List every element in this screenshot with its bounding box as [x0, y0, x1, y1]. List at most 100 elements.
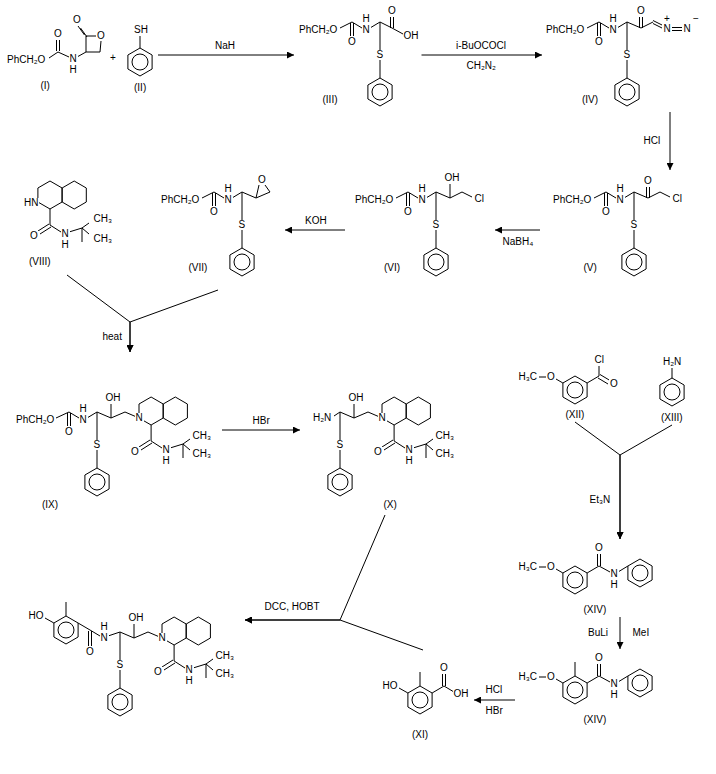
compound-number: (XI) — [411, 730, 429, 740]
atom-label: N — [61, 229, 70, 239]
reagent-label: MeI — [632, 628, 651, 638]
compound-number: (II) — [133, 83, 147, 93]
atom-label: HO — [28, 611, 45, 621]
reagent-label: CH₂N₂ — [466, 61, 497, 71]
atom-label: H₃C — [518, 672, 539, 682]
atom-label: OH — [444, 173, 461, 183]
atom-label: N — [616, 195, 625, 205]
compound-structure: OHPhCH₂OHNONSONHCH₃CH₃(IX) — [12, 352, 222, 512]
atom-label: N — [610, 679, 619, 689]
atom-label: H — [79, 404, 88, 414]
compound-number: (VIII) — [28, 257, 52, 267]
reaction-arrow — [575, 422, 620, 539]
atom-label: − — [692, 14, 700, 24]
atom-label: H — [610, 690, 619, 700]
compound-structure: OHOOH(XI) — [378, 650, 474, 745]
atom-label: N — [135, 413, 144, 423]
atom-label: O — [594, 37, 604, 47]
reagent-label: HBr — [485, 706, 504, 716]
atom-label: N — [405, 445, 414, 455]
compound-number: (XII) — [565, 410, 586, 420]
reagent-label: NaBH₄ — [502, 237, 535, 247]
reagent-label: BuLi — [587, 628, 609, 638]
atom-label: HN — [23, 198, 39, 208]
atom-label: N — [158, 633, 167, 643]
atom-label: O — [96, 31, 106, 41]
reagent-label: Et₃N — [589, 495, 612, 505]
atom-label: O — [85, 647, 95, 657]
compound-structure: OHH₂NNSONHCH₃CH₃(X) — [300, 385, 470, 515]
atom-label: PhCH₂O — [354, 195, 394, 205]
reaction-arrow — [245, 515, 385, 620]
atom-label: O — [209, 207, 219, 217]
atom-label: H — [100, 622, 109, 632]
atom-label: O — [53, 29, 63, 39]
atom-label: CH₃ — [192, 449, 213, 459]
atom-label: CH₃ — [215, 651, 236, 661]
atom-label: PhCH₂O — [15, 415, 55, 425]
atom-label: N — [610, 569, 619, 579]
atom-label: S — [336, 440, 345, 450]
atom-label: O — [387, 6, 397, 16]
atom-label: OH — [453, 689, 470, 699]
atom-label: N — [609, 25, 618, 35]
atom-label: H₃C — [518, 372, 539, 382]
reaction-arrow — [285, 230, 345, 231]
atom-label: S — [116, 660, 125, 670]
compound-number: (XIV) — [583, 605, 608, 615]
atom-label: O — [373, 447, 383, 457]
atom-label: O — [439, 663, 449, 673]
atom-label: N — [100, 633, 109, 643]
compound-structure: PhCH₂OONHOO(I) — [0, 12, 112, 96]
reagent-label: HCl — [643, 136, 662, 146]
atom-label: S — [93, 440, 102, 450]
atom-label: CH₃ — [215, 669, 236, 679]
reaction-arrow — [245, 620, 423, 650]
atom-label: H₃C — [518, 562, 539, 572]
atom-label: S — [623, 50, 632, 60]
atom-label: H₂N — [312, 413, 332, 423]
atom-label: Cl — [672, 194, 683, 204]
reagent-label: HCl — [485, 685, 504, 695]
atom-label: O — [546, 672, 556, 682]
atom-label: S — [432, 220, 441, 230]
reaction-arrow — [67, 275, 130, 352]
compound-number: (I) — [40, 81, 51, 91]
atom-label: O — [643, 176, 653, 186]
atom-label: OH — [348, 393, 365, 403]
compound-structure: PhCH₂OOHNOHClS(VI) — [345, 170, 495, 290]
atom-label: SH — [133, 25, 149, 35]
compound-number: (IX) — [41, 500, 59, 510]
atom-label: H — [185, 676, 194, 686]
compound-structure: PhCH₂OOHNON+N−S(IV) — [542, 2, 702, 112]
atom-label: H — [609, 14, 618, 24]
atom-label: N — [378, 413, 387, 423]
atom-label: H — [418, 184, 427, 194]
atom-label: H — [610, 580, 619, 590]
atom-label: H₂N — [662, 357, 682, 367]
atom-label: CH₃ — [93, 214, 114, 224]
atom-label: N — [69, 54, 78, 64]
atom-label: O — [546, 562, 556, 572]
atom-label: PhCH₂O — [552, 195, 592, 205]
reagent-label: HBr — [252, 416, 271, 426]
atom-label: CH₃ — [435, 449, 456, 459]
reaction-arrow — [222, 430, 300, 431]
atom-label: O — [546, 372, 556, 382]
atom-label: S — [376, 50, 385, 60]
plus-sign: + — [109, 53, 117, 63]
atom-label: CH₃ — [435, 431, 456, 441]
atom-label: H — [61, 240, 70, 250]
atom-label: H — [405, 456, 414, 466]
atom-label: O — [130, 447, 140, 457]
atom-label: N — [418, 195, 427, 205]
atom-label: H — [69, 65, 78, 75]
compound-structure: PhCH₂OOHNOClS(V) — [540, 170, 700, 288]
atom-label: H — [162, 456, 171, 466]
compound-structure: OH₃CONH(XIV) — [515, 649, 660, 729]
reaction-arrow — [474, 700, 515, 701]
reaction-arrow — [620, 617, 621, 649]
atom-label: Cl — [594, 355, 605, 365]
reaction-arrow — [130, 290, 218, 352]
atom-label: O — [601, 207, 611, 217]
